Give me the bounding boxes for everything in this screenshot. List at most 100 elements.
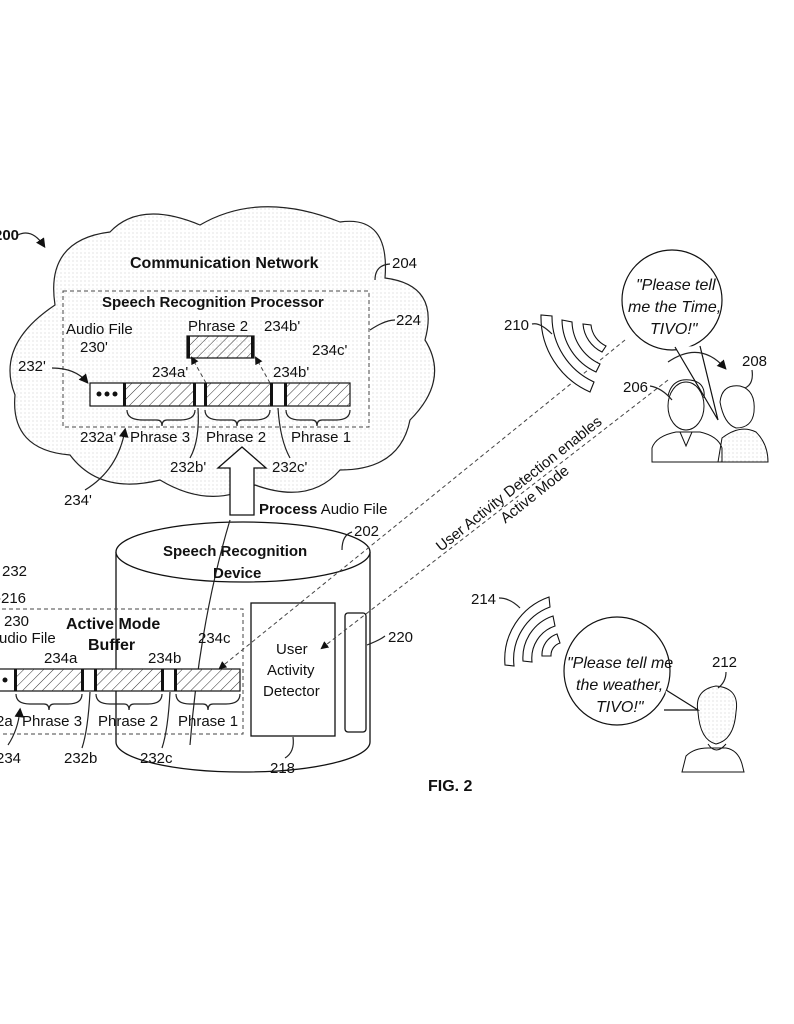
figure-caption: FIG. 2	[428, 778, 473, 795]
system-ref: 200	[0, 227, 19, 244]
extract-arrow-right	[255, 356, 271, 384]
proc-boundary-c-ref: 232c'	[272, 459, 308, 476]
system-arrow	[17, 232, 46, 248]
detection-line-1	[218, 339, 626, 670]
buffer-group-arrow	[7, 707, 25, 746]
detector-line-1: User	[276, 641, 308, 658]
buffer-ref-num: 216	[1, 590, 26, 607]
proc-mark-b-end	[270, 383, 273, 406]
proc-phrase-2: Phrase 2	[206, 429, 266, 446]
buffer-title-2: Buffer	[88, 637, 135, 654]
speech-weather-line-2: the weather,	[576, 677, 663, 694]
proc-file-ref: 232'	[18, 358, 46, 375]
proc-audio-file-label: Audio File	[66, 321, 133, 338]
proc-header-ref: 232a'	[80, 429, 116, 446]
device-leader	[341, 531, 353, 551]
network-ref: 204	[392, 255, 417, 272]
speech-weather-line-3: TIVO!"	[596, 699, 645, 716]
detection-line-2	[320, 379, 669, 650]
buffer-phrase-3: Phrase 3	[22, 713, 82, 730]
proc-c-leader	[277, 407, 291, 459]
buffer-segment-phrase1	[176, 669, 240, 691]
upload-line	[189, 519, 231, 746]
sensor-leader	[366, 635, 386, 646]
speech-time-line-2: me the Time,	[628, 299, 721, 316]
extracted-phrase-start-mark	[187, 336, 190, 358]
detector-ref: 218	[270, 760, 295, 777]
extract-arrow-left	[191, 356, 207, 384]
detector-leader	[284, 736, 294, 759]
buffer-brace-1	[175, 693, 241, 711]
detector-line-3: Detector	[263, 683, 320, 700]
person-208-ref: 208	[742, 353, 767, 370]
speech-time-line-1: "Please tell	[636, 277, 716, 294]
device-title-1: Speech Recognition	[163, 543, 307, 560]
buffer-ref: -216	[0, 590, 26, 607]
speech-bubble-weather	[563, 616, 671, 726]
user-activity-detector	[250, 602, 336, 737]
extracted-phrase-end-mark	[251, 336, 254, 358]
speech-bubble-time-tail	[674, 345, 719, 421]
device-ref: 202	[354, 523, 379, 540]
process-label: Process Audio File	[259, 501, 387, 518]
buffer-brace-3	[15, 693, 83, 711]
proc-audio-ref: 230'	[80, 339, 108, 356]
person-208-icon	[717, 385, 769, 463]
process-label-bold: Process	[259, 501, 317, 518]
person-206-leader	[649, 385, 673, 401]
network-leader	[374, 263, 391, 281]
turn-arrow	[667, 351, 727, 370]
buffer-seg-ref-c: 234c	[198, 630, 231, 647]
wave-214-ref: 214	[471, 591, 496, 608]
person-206-icon	[651, 379, 723, 463]
buffer-mark-a-end	[81, 669, 84, 691]
proc-mark-b	[204, 383, 207, 406]
buffer-audio-ref: 230	[4, 613, 29, 630]
wave-210-leader	[531, 323, 553, 335]
buffer-seg-ref-b: 234b	[148, 650, 181, 667]
buffer-phrase-2: Phrase 2	[98, 713, 158, 730]
device-cylinder-top	[115, 521, 371, 583]
proc-segment-phrase2	[205, 383, 271, 406]
processor-title: Speech Recognition Processor	[102, 294, 324, 311]
processor-box	[62, 290, 370, 428]
proc-phrase-1: Phrase 1	[291, 429, 351, 446]
wave-210-ref: 210	[504, 317, 529, 334]
device-title-2: Device	[213, 565, 261, 582]
sound-wave-214-icon	[504, 596, 561, 667]
proc-file-arrow	[51, 367, 89, 384]
buffer-c-leader	[161, 691, 171, 749]
buffer-header-ref: 2a	[0, 713, 13, 730]
buffer-mark-a	[14, 669, 17, 691]
detector-line-2: Activity	[267, 662, 315, 679]
sound-wave-210-icon	[540, 314, 607, 393]
proc-phrase-group-ref: 234'	[64, 492, 92, 509]
person-212-leader	[717, 671, 727, 689]
activity-sensor	[344, 612, 367, 733]
person-212-icon	[681, 685, 745, 773]
buffer-segment-phrase3	[16, 669, 82, 691]
buffer-dot	[2, 677, 8, 683]
proc-phrase-3: Phrase 3	[130, 429, 190, 446]
wave-214-leader	[498, 597, 521, 609]
extracted-phrase-label: Phrase 2	[188, 318, 248, 335]
proc-dot-2	[104, 391, 110, 397]
proc-segment-phrase3	[125, 383, 195, 406]
detection-label: User Activity Detection enables Active M…	[433, 413, 605, 555]
proc-mark-c	[284, 383, 287, 406]
speech-weather-line-1: "Please tell me	[567, 655, 673, 672]
proc-seg-ref-b: 234b'	[273, 364, 309, 381]
proc-mark-a	[123, 383, 126, 406]
network-title: Communication Network	[130, 255, 319, 272]
person-206-ref: 206	[623, 379, 648, 396]
buffer-phrase-group-ref: 234	[0, 750, 21, 767]
speech-time-line-3: TIVO!"	[650, 321, 699, 338]
proc-group-arrow	[84, 427, 129, 491]
extracted-phrase-segment	[186, 335, 255, 359]
extracted-phrase-ref: 234b'	[264, 318, 300, 335]
person-208-leader	[744, 369, 753, 389]
speech-bubble-time	[621, 249, 723, 351]
buffer-mark-c	[174, 669, 177, 691]
buffer-boundary-b-ref: 232b	[64, 750, 97, 767]
processor-leader	[369, 319, 396, 331]
